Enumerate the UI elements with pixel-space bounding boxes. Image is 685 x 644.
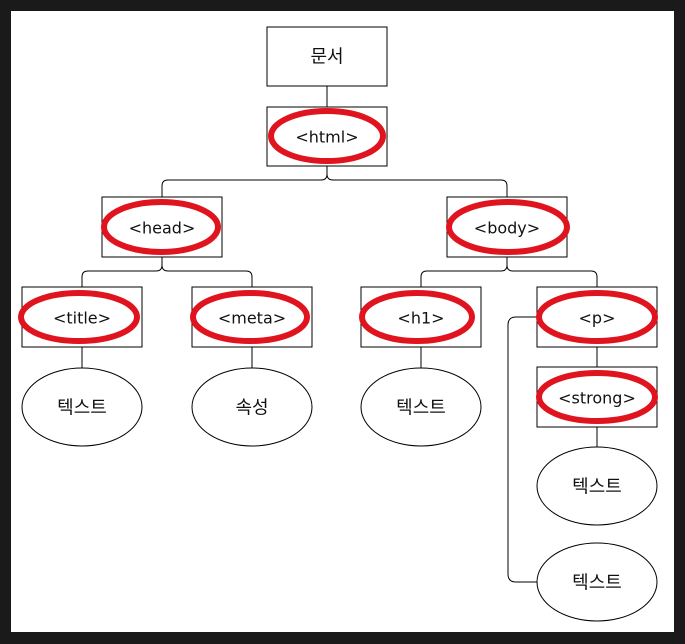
node-label-p: <p> [579, 309, 616, 328]
leaf-ellipse-meta-attr [191, 367, 313, 447]
node-label-document: 문서 [310, 47, 343, 68]
edge-html-head [161, 166, 328, 197]
tree-edges [81, 86, 598, 583]
node-label-h1: <h1> [397, 309, 444, 328]
highlight-ring-strong [536, 370, 658, 424]
node-box-document [266, 26, 388, 87]
leaf-ellipse-h1-text [360, 367, 482, 447]
edge-head-title [81, 257, 163, 287]
dom-tree-diagram: 문서 <html> <head> <body> <title> <meta> <… [11, 11, 674, 632]
highlight-ring-title [18, 290, 140, 344]
leaf-label-strong-text: 텍스트 [572, 477, 622, 498]
edge-p-text [507, 316, 537, 583]
highlight-ring-h1 [359, 290, 475, 344]
highlight-ring-meta [190, 290, 310, 344]
node-label-html: <html> [295, 128, 358, 147]
leaf-label-meta-attr: 속성 [235, 398, 268, 419]
node-label-title: <title> [53, 309, 111, 328]
edge-head-meta [161, 257, 253, 287]
edge-html-body [326, 166, 508, 197]
highlight-rings [18, 108, 658, 424]
highlight-ring-html [268, 108, 386, 164]
node-label-head: <head> [129, 219, 196, 238]
leaf-label-h1-text: 텍스트 [396, 398, 446, 419]
highlight-ring-head [101, 199, 221, 255]
node-label-meta: <meta> [218, 309, 286, 328]
node-label-strong: <strong> [558, 389, 636, 408]
leaf-ellipse-strong-text [536, 446, 658, 526]
leaf-ellipse-title-text [21, 367, 143, 447]
edge-body-p [506, 257, 598, 287]
leaf-label-p-text: 텍스트 [572, 573, 622, 594]
leaf-label-title-text: 텍스트 [57, 398, 107, 419]
dom-tree-svg: 문서 <html> <head> <body> <title> <meta> <… [18, 26, 658, 622]
highlight-ring-body [446, 199, 570, 255]
edge-body-h1 [420, 257, 508, 287]
leaf-ellipse-p-text [536, 542, 658, 622]
node-label-body: <body> [474, 219, 540, 238]
highlight-ring-p [536, 290, 658, 344]
